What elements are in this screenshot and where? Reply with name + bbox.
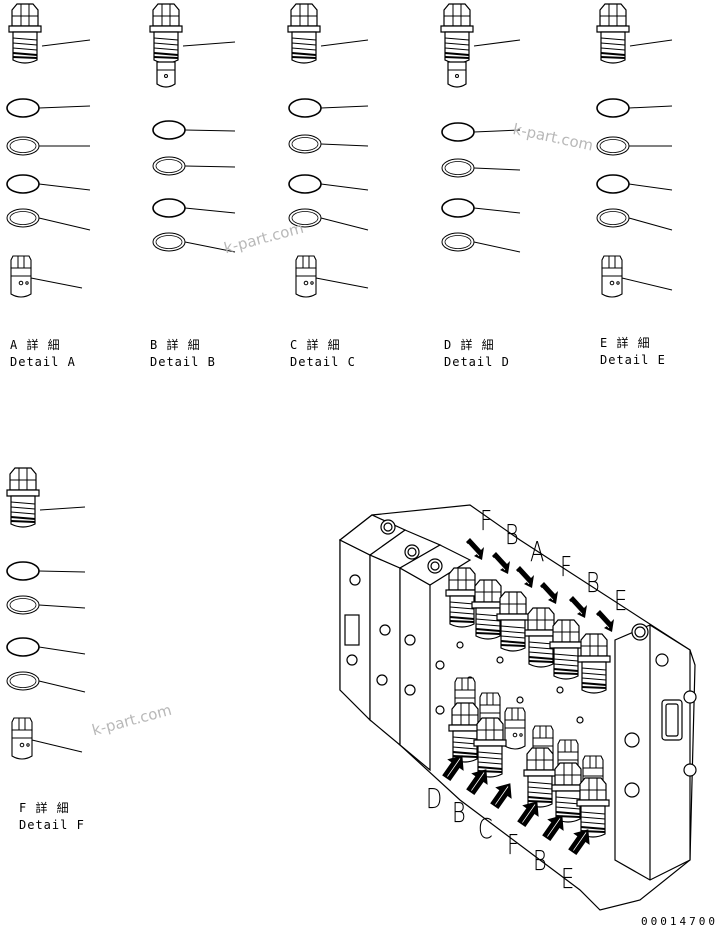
detail-c-parts (287, 3, 369, 298)
detail-b-caption: B 詳 細 Detail B (150, 337, 216, 371)
detail-b-jp: B 詳 細 (150, 338, 201, 352)
detail-b-en: Detail B (150, 355, 216, 369)
view-label-bottom-6: E (561, 862, 575, 895)
detail-f-en: Detail F (19, 818, 85, 832)
drawing-number: 00014700 (641, 915, 718, 928)
detail-c-en: Detail C (290, 355, 356, 369)
view-label-top-4: F (560, 550, 573, 583)
view-label-top-2: B (505, 518, 519, 551)
detail-e-jp: E 詳 細 (600, 336, 651, 350)
view-label-top-1: F (480, 504, 493, 537)
detail-f-caption: F 詳 細 Detail F (19, 800, 85, 834)
detail-d-en: Detail D (444, 355, 510, 369)
view-label-top-3: A (530, 535, 545, 568)
view-label-bottom-3: C (478, 812, 493, 845)
view-label-bottom-4: F (507, 828, 520, 861)
view-label-bottom-1: D (426, 782, 443, 815)
detail-e-caption: E 詳 細 Detail E (600, 335, 666, 369)
detail-a-caption: A 詳 細 Detail A (10, 337, 76, 371)
detail-c-caption: C 詳 細 Detail C (290, 337, 356, 371)
detail-f-parts (6, 467, 86, 760)
view-label-bottom-5: B (533, 844, 547, 877)
detail-a-jp: A 詳 細 (10, 338, 61, 352)
detail-f-jp: F 詳 細 (19, 801, 70, 815)
detail-e-parts (596, 3, 673, 298)
detail-a-en: Detail A (10, 355, 76, 369)
view-label-top-5: B (586, 566, 600, 599)
detail-d-jp: D 詳 細 (444, 338, 495, 352)
detail-c-jp: C 詳 細 (290, 338, 341, 352)
detail-d-caption: D 詳 細 Detail D (444, 337, 510, 371)
detail-e-en: Detail E (600, 353, 666, 367)
detail-a-parts (6, 3, 91, 298)
detail-d-parts (441, 4, 521, 253)
view-label-bottom-2: B (452, 796, 466, 829)
detail-b-parts (150, 4, 236, 253)
view-label-top-6: E (614, 584, 628, 617)
